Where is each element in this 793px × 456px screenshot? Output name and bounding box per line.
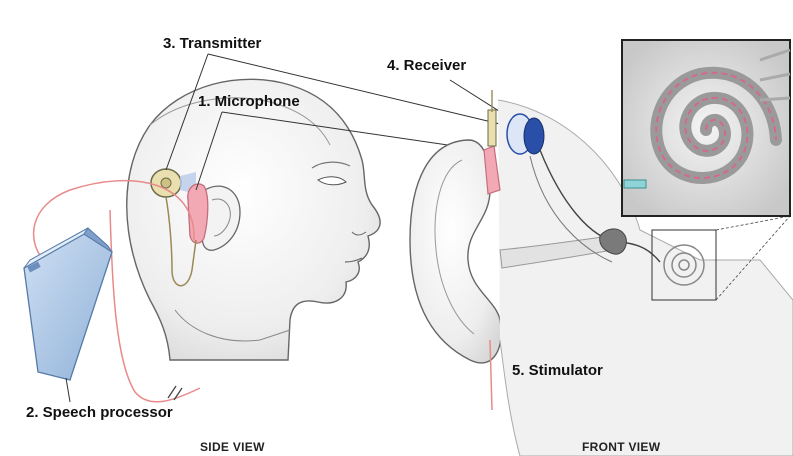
label-microphone: 1. Microphone xyxy=(198,94,300,109)
head-outline xyxy=(127,79,380,360)
cable-break-mark xyxy=(168,386,182,400)
caption-side-view: SIDE VIEW xyxy=(200,441,265,453)
cochlea-inset xyxy=(622,40,790,216)
label-receiver: 4. Receiver xyxy=(387,58,466,73)
label-stimulator: 5. Stimulator xyxy=(512,363,603,378)
label-transmitter: 3. Transmitter xyxy=(163,36,261,51)
side-view-head xyxy=(127,79,380,360)
leader-processor xyxy=(66,378,70,402)
front-transmitter xyxy=(488,110,496,146)
behind-ear-microphone xyxy=(188,184,208,243)
receiver-core xyxy=(524,118,544,154)
transmitter-center xyxy=(161,178,171,188)
inset-electrode-entry xyxy=(624,180,646,188)
caption-front-view: FRONT VIEW xyxy=(582,441,660,453)
label-speech-processor: 2. Speech processor xyxy=(26,405,173,420)
